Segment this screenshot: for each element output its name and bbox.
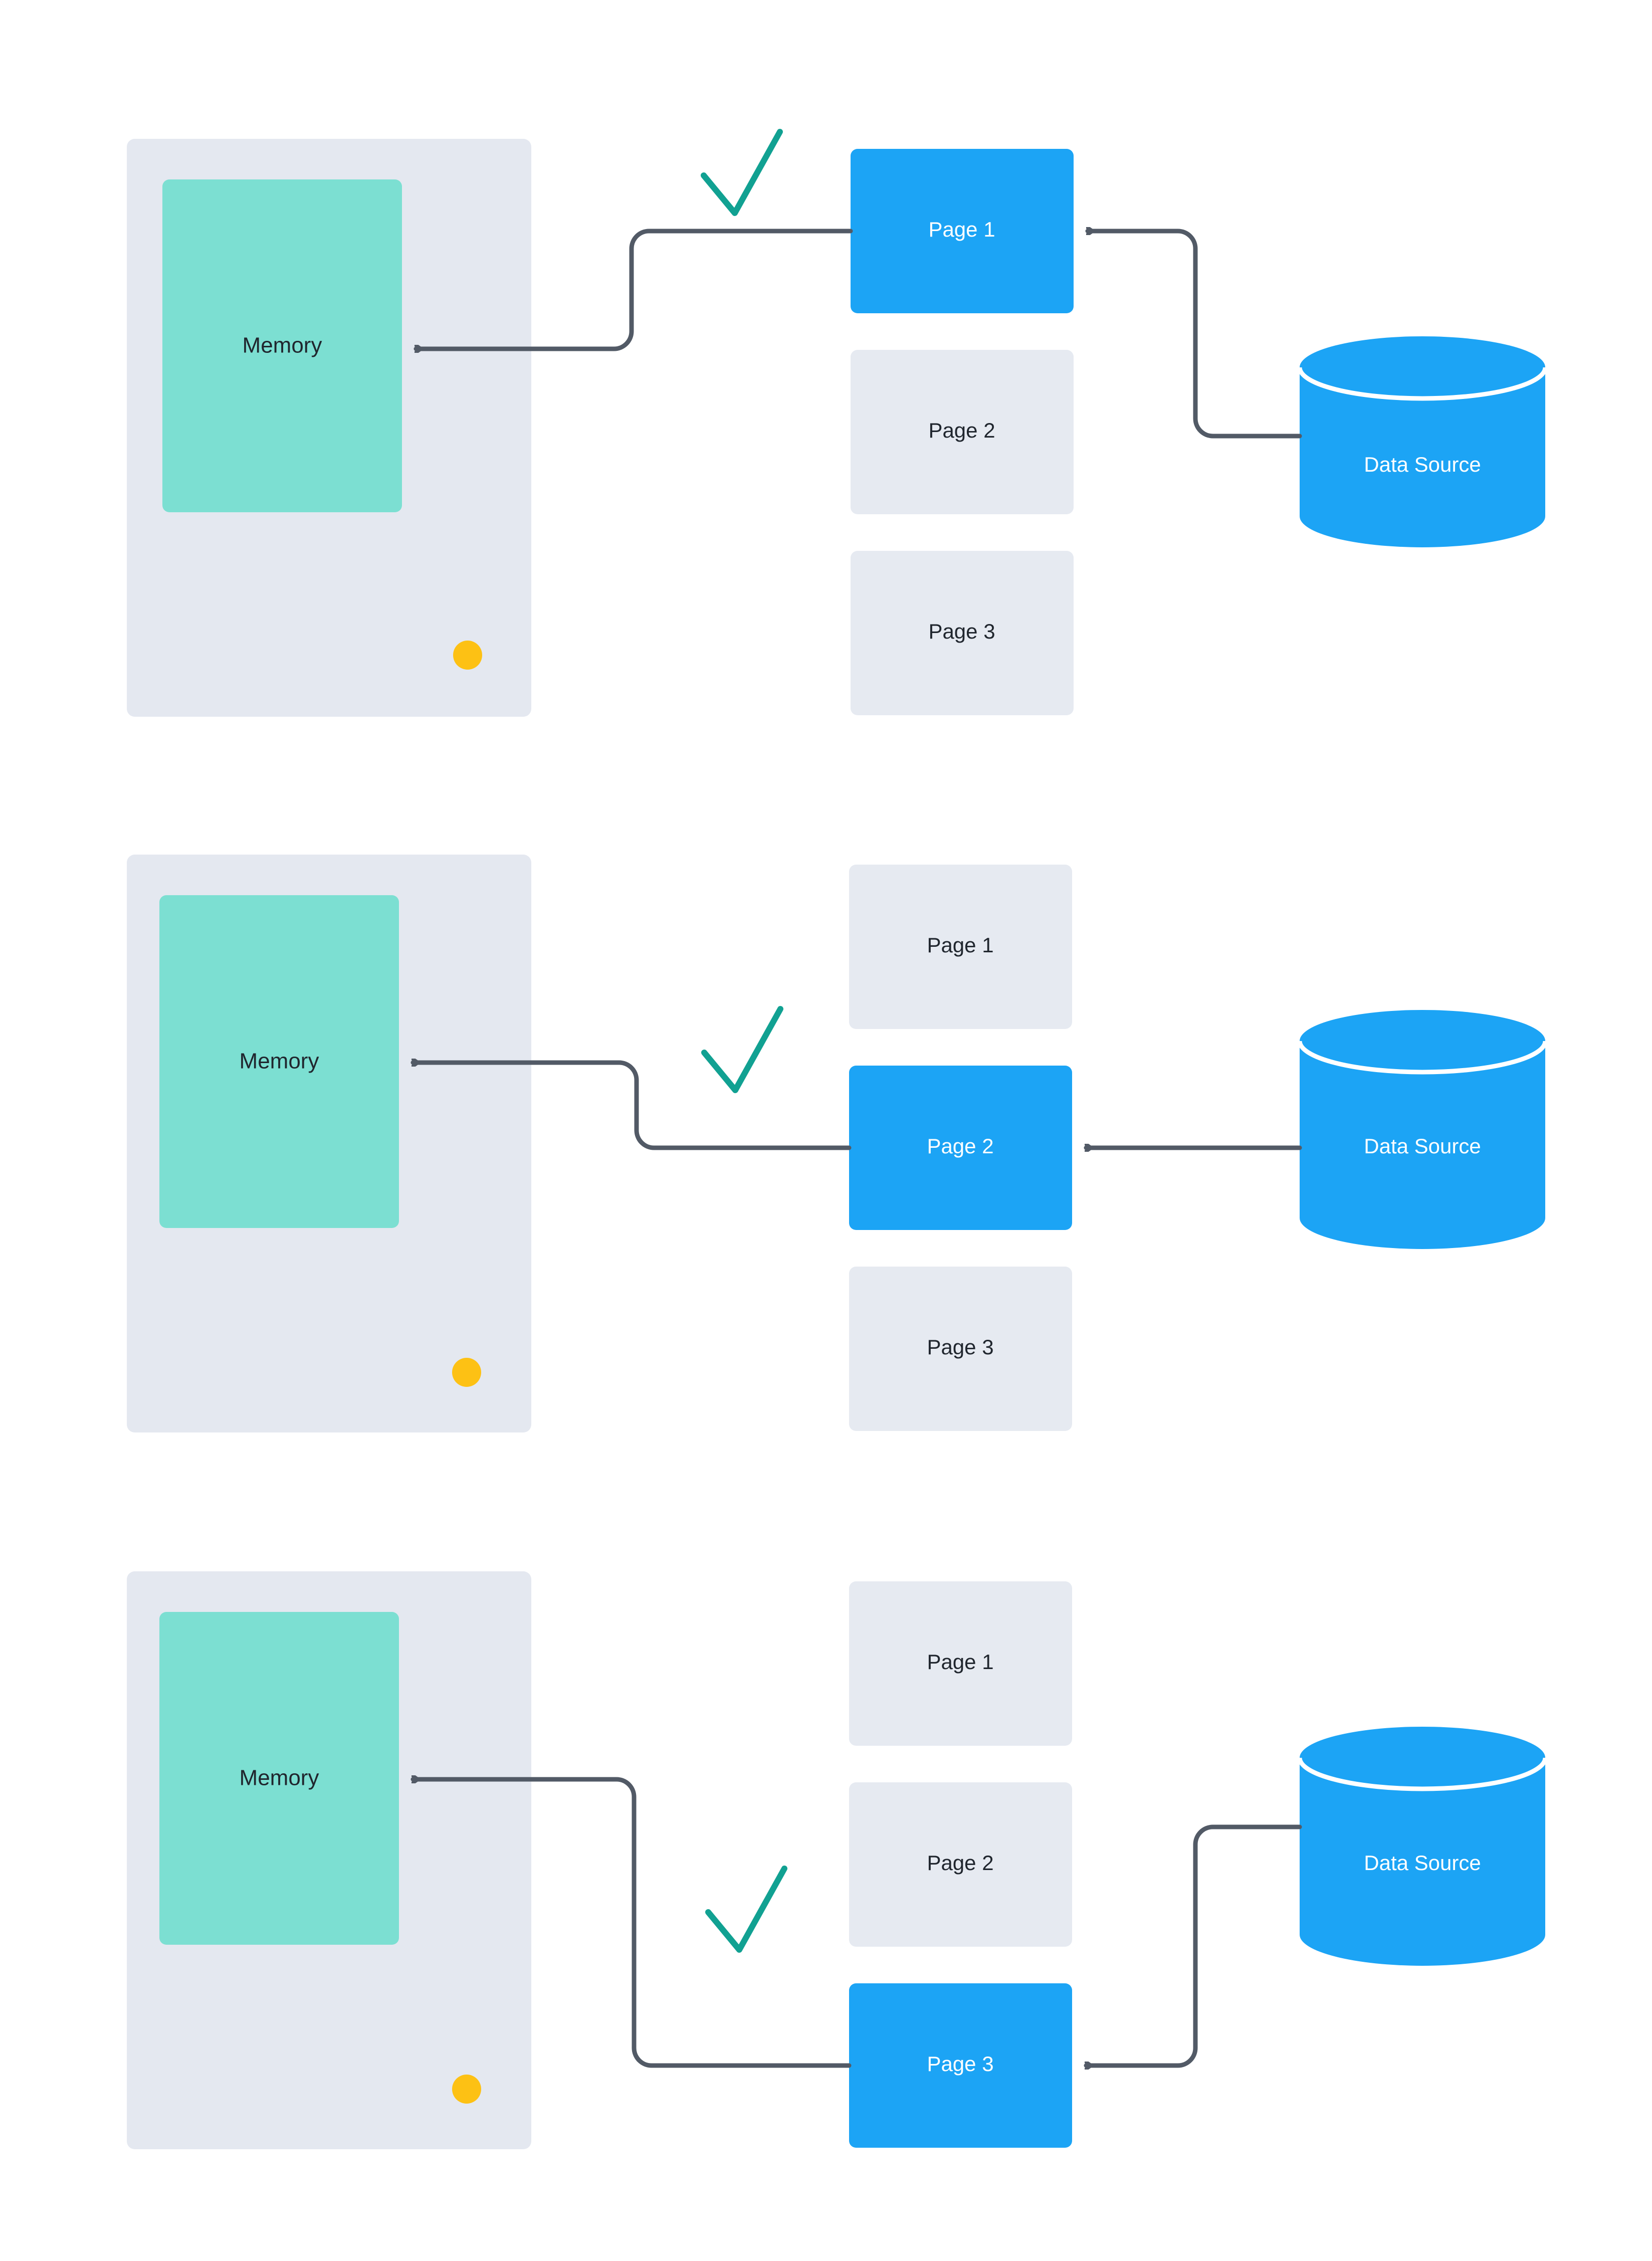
page-box-active[interactable] bbox=[849, 1983, 1072, 2148]
page-box-label: Page 2 bbox=[927, 1851, 993, 1875]
panel-1: Memory Page 1 Page 2 Page 3 bbox=[127, 129, 1548, 717]
connector-source-to-page bbox=[1084, 1824, 1302, 2066]
page-box-label: Page 3 bbox=[928, 620, 995, 643]
connector-page-to-memory bbox=[414, 229, 853, 349]
page-box-inactive[interactable] bbox=[851, 350, 1074, 514]
check-icon bbox=[705, 1866, 787, 1953]
page-box-label: Page 1 bbox=[927, 1650, 993, 1674]
page-box-label: Page 3 bbox=[927, 2052, 993, 2076]
brand-logo-icon bbox=[452, 2066, 496, 2112]
page-list-1: Page 1 Page 2 Page 3 bbox=[851, 149, 1074, 715]
page-list-2: Page 1 Page 2 Page 3 bbox=[849, 865, 1072, 1431]
page-box-label: Page 1 bbox=[928, 218, 995, 241]
page-box-active[interactable] bbox=[851, 149, 1074, 313]
connector-source-to-page bbox=[1085, 231, 1302, 439]
memory-block bbox=[162, 179, 402, 512]
data-source-cylinder[interactable]: Data Source bbox=[1297, 336, 1548, 547]
page-list-3: Page 1 Page 2 Page 3 bbox=[849, 1581, 1072, 2148]
data-source-label: Data Source bbox=[1364, 453, 1481, 476]
data-source-label: Data Source bbox=[1364, 1134, 1481, 1158]
page-box-inactive[interactable] bbox=[849, 1267, 1072, 1431]
data-source-cylinder[interactable]: Data Source bbox=[1297, 1010, 1548, 1249]
memory-label: Memory bbox=[243, 333, 322, 358]
connector-page-to-memory bbox=[410, 1779, 852, 2068]
panel-2: Memory Page 1 Page 2 Page 3 Data Source bbox=[127, 855, 1548, 1432]
check-icon bbox=[701, 1006, 783, 1093]
page-box-inactive[interactable] bbox=[851, 551, 1074, 715]
check-icon bbox=[701, 129, 783, 216]
page-box-label: Page 3 bbox=[927, 1335, 993, 1359]
memory-label: Memory bbox=[240, 1766, 319, 1790]
connector-page-to-memory bbox=[410, 1063, 852, 1150]
page-box-label: Page 1 bbox=[927, 933, 993, 957]
memory-block bbox=[159, 1612, 399, 1945]
page-box-inactive[interactable] bbox=[849, 1581, 1072, 1746]
page-box-active[interactable] bbox=[849, 1066, 1072, 1230]
memory-label: Memory bbox=[240, 1049, 319, 1074]
page-box-inactive[interactable] bbox=[849, 865, 1072, 1029]
panel-3: Memory Page 1 Page 2 Page 3 Data Source bbox=[127, 1571, 1548, 2149]
page-box-inactive[interactable] bbox=[849, 1782, 1072, 1947]
brand-logo-icon bbox=[452, 1349, 496, 1395]
page-box-label: Page 2 bbox=[928, 419, 995, 442]
page-box-label: Page 2 bbox=[927, 1134, 993, 1158]
data-source-label: Data Source bbox=[1364, 1851, 1481, 1875]
memory-block bbox=[159, 895, 399, 1228]
brand-logo-icon bbox=[453, 632, 497, 678]
data-source-cylinder[interactable]: Data Source bbox=[1297, 1727, 1548, 1966]
